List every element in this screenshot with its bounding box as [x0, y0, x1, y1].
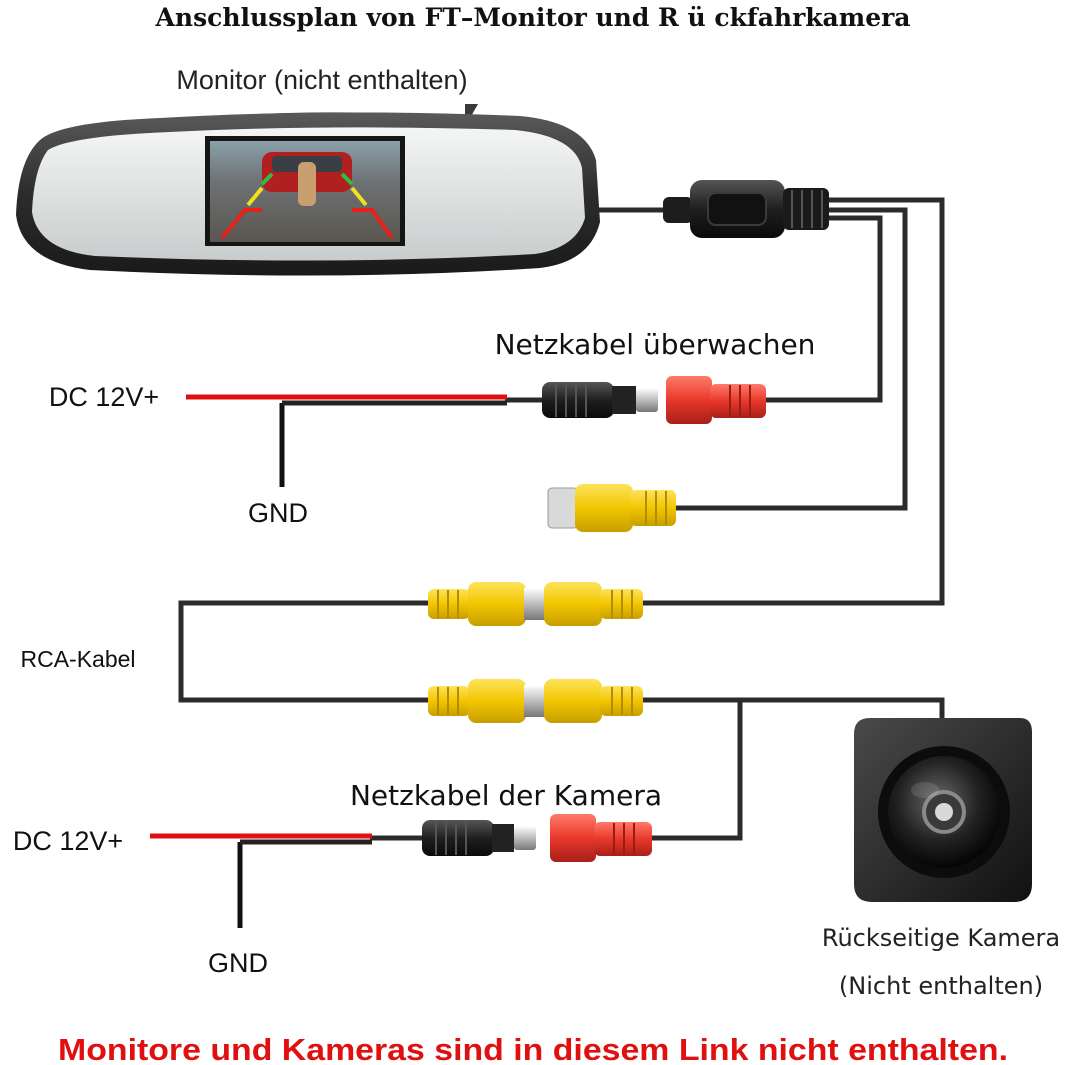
dc-bottom-label: DC 12V+ [13, 826, 123, 856]
monitor-power-branch [765, 215, 883, 403]
camera-label-line1: Rückseitige Kamera [822, 924, 1060, 952]
rca-cable-upper-connectors [428, 582, 643, 626]
video-branch [676, 207, 908, 511]
camera-dc-female-connector [550, 814, 652, 862]
gnd-top-label: GND [248, 498, 308, 528]
rear-view-mirror-monitor-icon [16, 104, 600, 276]
rca-cable-label: RCA-Kabel [20, 646, 135, 672]
monitor-dc-female-connector [666, 376, 766, 424]
video-out-rca-connector [547, 484, 676, 532]
camera-power-cable-label: Netzkabel der Kamera [350, 779, 662, 812]
rca-loop-cable [178, 197, 945, 718]
dc-top-label: DC 12V+ [49, 382, 159, 412]
camera-label-line2: (Nicht enthalten) [839, 972, 1043, 1000]
diagram-title: Anschlussplan von FT–Monitor und R ü ckf… [155, 3, 911, 32]
power-wires [150, 394, 507, 928]
cable-splitter [663, 180, 829, 238]
monitor-dc-male-connector [542, 382, 658, 418]
rear-camera-icon [854, 718, 1032, 902]
monitor-label: Monitor (nicht enthalten) [176, 65, 467, 95]
monitor-power-cable-label: Netzkabel überwachen [495, 328, 816, 361]
rca-cable-lower-connectors [428, 679, 643, 723]
cables [178, 197, 945, 841]
footer-note: Monitore und Kameras sind in diesem Link… [58, 1032, 1008, 1065]
camera-dc-male-connector [422, 820, 536, 856]
camera-power-branch [652, 700, 743, 841]
gnd-bottom-label: GND [208, 948, 268, 978]
